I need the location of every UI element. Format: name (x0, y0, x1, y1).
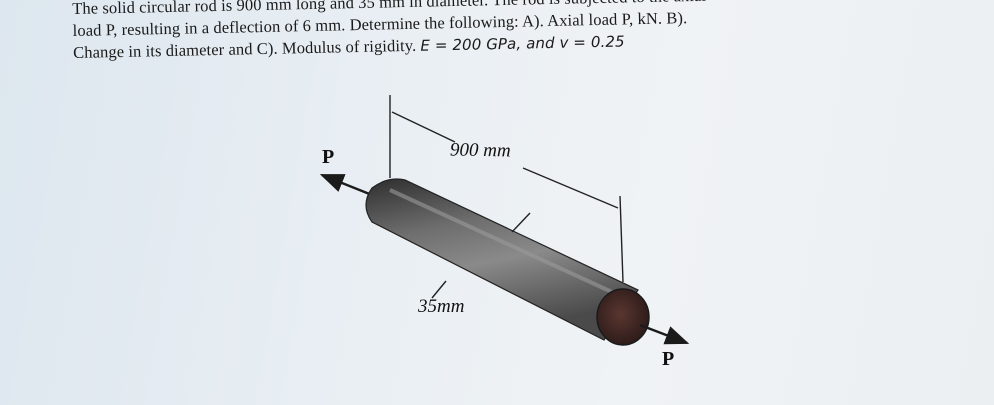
load-label-left: P (322, 146, 335, 168)
diameter-leader-upper (511, 212, 531, 233)
diameter-label: 35mm (418, 296, 465, 317)
rod-highlight (389, 188, 626, 300)
diameter-leader-lower (431, 280, 447, 299)
rod-end-face (596, 288, 650, 346)
extension-line-right (619, 195, 624, 283)
dimension-line-upper (391, 111, 456, 143)
load-label-right: P (662, 348, 675, 370)
load-arrow-left (319, 173, 373, 197)
dimension-line-lower (522, 167, 619, 209)
load-arrow-right (639, 323, 690, 345)
length-label: 900 mm (449, 139, 511, 162)
